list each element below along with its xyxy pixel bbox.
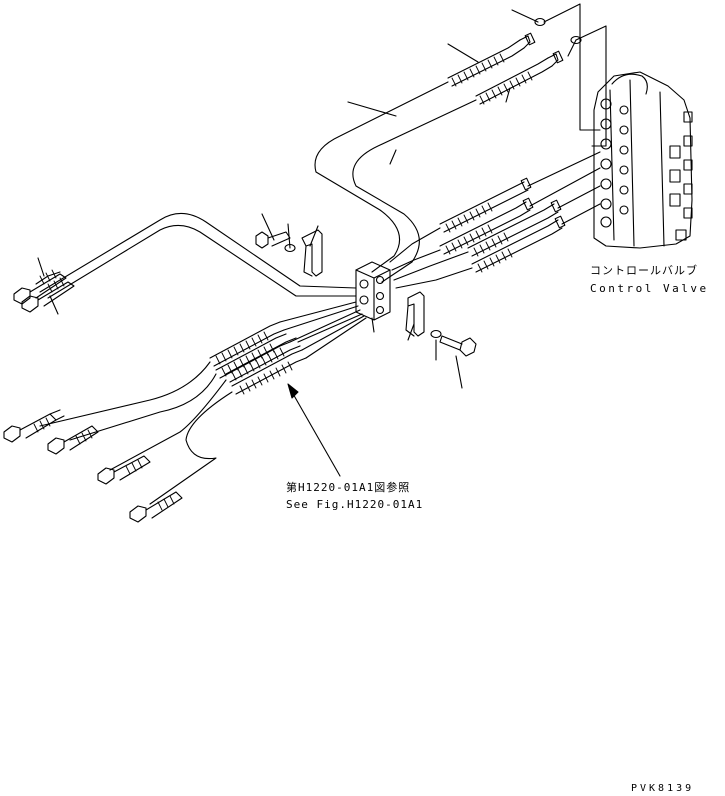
clamp-right — [405, 291, 425, 337]
lower-fitting-1 — [3, 409, 65, 443]
bolt-right — [439, 335, 477, 357]
bolt-left — [255, 231, 291, 249]
left-fitting-2 — [21, 281, 75, 313]
control-valve-label-en: Control Valve — [590, 282, 709, 295]
left-hoses — [13, 212, 357, 313]
lower-fitting-3 — [97, 455, 151, 485]
leader-lines — [37, 3, 607, 389]
junction-block — [355, 261, 391, 321]
valve-caps — [669, 111, 693, 241]
control-valve — [593, 71, 693, 249]
drawing-number: PVK8139 — [631, 783, 695, 794]
o-rings — [284, 17, 582, 339]
valve-ports — [600, 98, 629, 228]
reference-arrow — [287, 383, 341, 477]
lower-fittings — [3, 409, 183, 523]
lower-fitting-2 — [47, 425, 99, 455]
control-valve-label-jp: コントロールバルブ — [590, 264, 698, 277]
valve-hoses — [389, 151, 601, 289]
lower-fitting-4 — [129, 491, 183, 523]
see-figure-label-jp: 第H1220-01A1図参照 — [286, 481, 411, 494]
clamp-left — [301, 229, 323, 277]
left-fitting-1 — [13, 273, 67, 305]
lower-hose-bundle — [39, 301, 367, 505]
see-figure-label-en: See Fig.H1220-01A1 — [286, 498, 424, 511]
top-hoses — [314, 32, 564, 283]
